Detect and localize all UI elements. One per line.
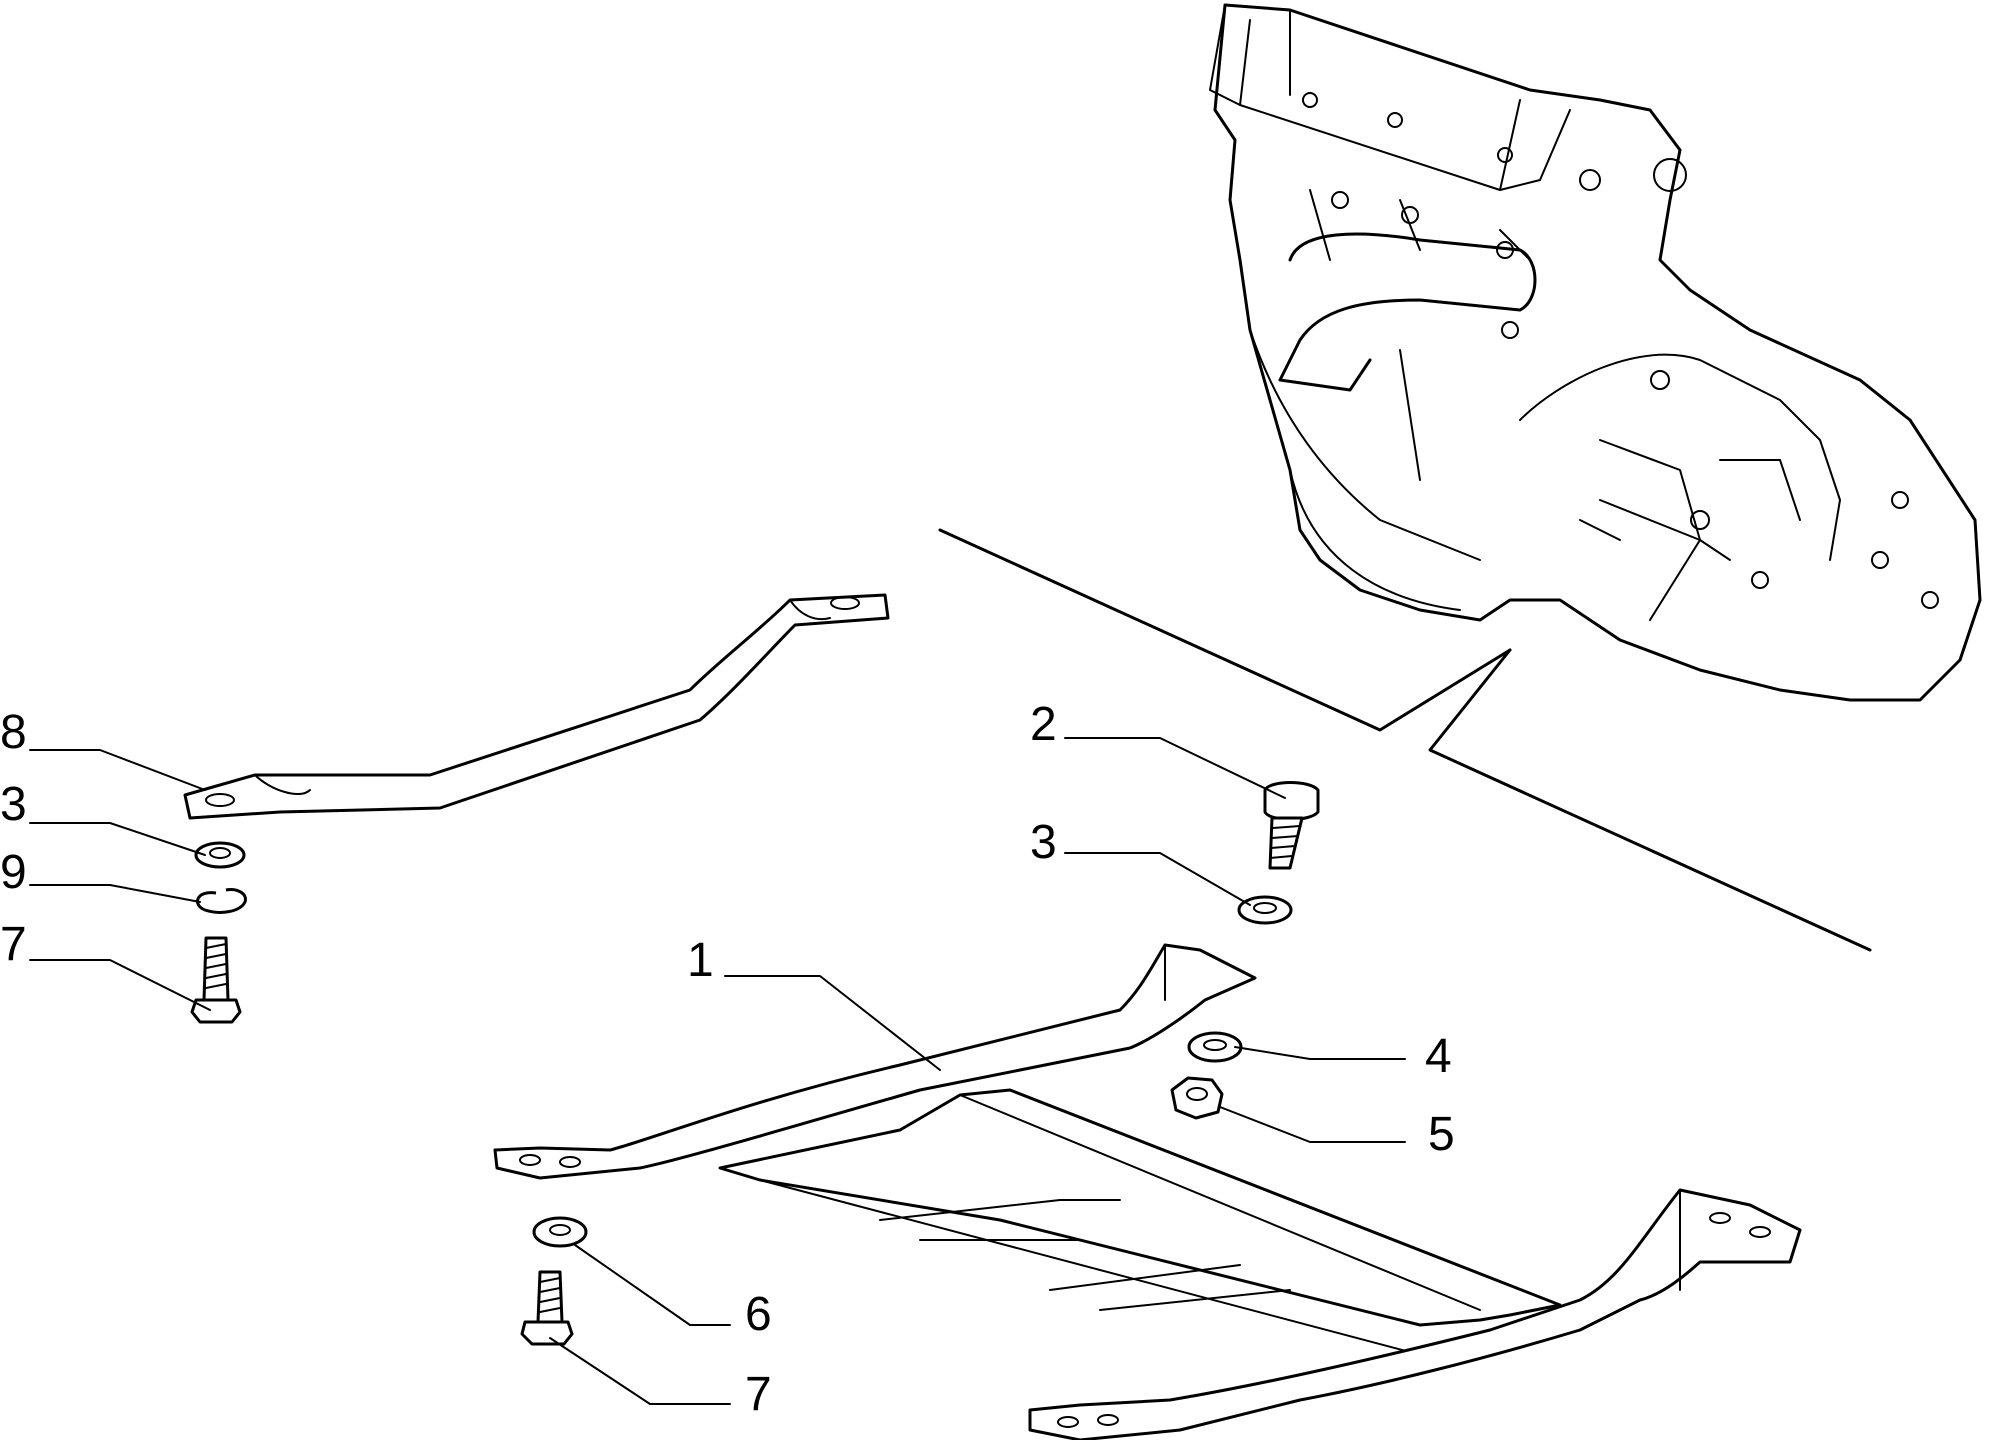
callout-9: 9 [0, 846, 27, 899]
spring-washer [196, 888, 247, 914]
bolt-left [190, 936, 242, 1024]
callout-7-left: 7 [0, 918, 27, 971]
callout-3-right: 3 [1030, 816, 1057, 869]
bolt-right [1263, 781, 1320, 870]
washer-4 [1187, 1031, 1243, 1063]
bolt-bottom [520, 1270, 574, 1346]
reference-outline [938, 528, 1872, 952]
washer-6 [532, 1216, 588, 1248]
hex-nut [1170, 1076, 1224, 1120]
callout-2: 2 [1030, 698, 1057, 751]
callout-1: 1 [687, 934, 714, 987]
callout-labels: 1 2 3 3 4 5 6 7 7 8 9 [0, 698, 1455, 1421]
callout-6: 6 [745, 1288, 772, 1341]
reaction-strut [183, 593, 890, 820]
callout-3-left: 3 [0, 778, 27, 831]
leader-lines [29, 737, 1406, 1405]
callout-8: 8 [0, 706, 27, 759]
callout-5: 5 [1428, 1108, 1455, 1161]
engine-gearbox-assembly [1209, 3, 1982, 702]
callout-4: 4 [1425, 1030, 1452, 1083]
washer-left [194, 841, 246, 869]
callout-7-bottom: 7 [745, 1368, 772, 1421]
washer-right [1237, 895, 1293, 925]
crossmember [493, 943, 1802, 1440]
